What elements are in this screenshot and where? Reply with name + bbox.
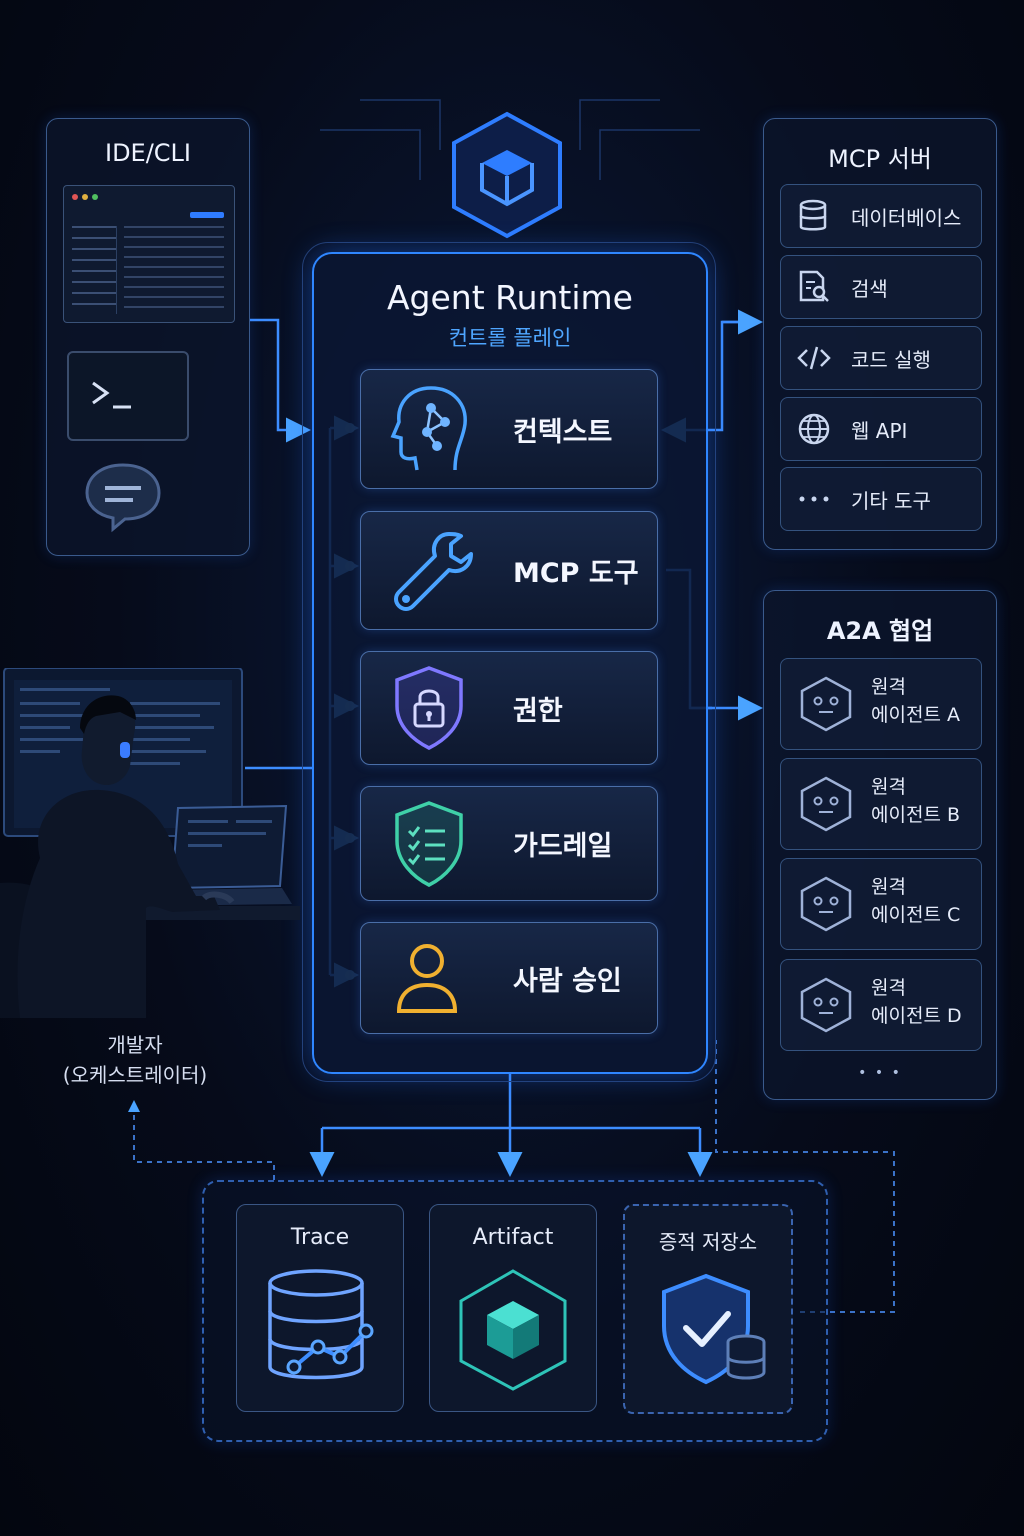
wrench-icon [394, 532, 473, 611]
runtime-item-label: MCP 도구 [513, 558, 639, 589]
runtime-item-label: 사람 승인 [513, 965, 622, 997]
a2a-more: • • • [858, 1065, 902, 1081]
agent-line1: 원격 [871, 776, 906, 798]
developer-line1: 개발자 [107, 1033, 163, 1057]
shield-check-icon [662, 1273, 766, 1385]
developer-illustration [0, 668, 300, 1018]
mcp-item-label: 기타 도구 [851, 488, 931, 513]
agent-line2: 에이전트 A [871, 704, 960, 726]
mcp-item-search[interactable]: 검색 [780, 255, 982, 319]
output-trace[interactable]: Trace [236, 1204, 404, 1412]
agent-line1: 원격 [871, 876, 906, 898]
runtime-item-mcp-tools[interactable]: MCP 도구 [360, 511, 658, 630]
agent-runtime-outer-glow [302, 242, 716, 1082]
chat-bubble-icon[interactable] [83, 461, 163, 533]
agent-line2: 에이전트 D [871, 1005, 962, 1027]
runtime-item-label: 가드레일 [513, 831, 613, 862]
agent-line1: 원격 [871, 676, 906, 698]
database-icon [799, 199, 827, 231]
runtime-item-human-approval[interactable]: 사람 승인 [360, 922, 658, 1034]
runtime-subtitle: 컨트롤 플레인 [448, 326, 572, 350]
robot-hex-icon [800, 876, 852, 932]
output-label: 증적 저장소 [658, 1230, 758, 1254]
agent-line2: 에이전트 C [871, 904, 961, 926]
developer-label: 개발자 (오케스트레이터) [40, 1030, 230, 1090]
runtime-item-guardrails[interactable]: 가드레일 [360, 786, 658, 901]
brain-network-icon [390, 386, 467, 471]
mcp-item-label: 웹 API [851, 418, 908, 443]
runtime-title: Agent Runtime [386, 278, 633, 317]
runtime-item-context[interactable]: 컨텍스트 [360, 369, 658, 489]
output-artifact[interactable]: Artifact [429, 1204, 597, 1412]
agent-line1: 원격 [871, 977, 906, 999]
mcp-item-label: 데이터베이스 [851, 205, 962, 230]
terminal-icon[interactable] [67, 351, 189, 441]
runtime-cube-emblem-icon [452, 111, 562, 239]
robot-hex-icon [800, 676, 852, 732]
mcp-item-other-tools[interactable]: 기타 도구 [780, 467, 982, 531]
runtime-item-permissions[interactable]: 권한 [360, 651, 658, 765]
cube-icon [459, 1269, 567, 1391]
developer-line2: (오케스트레이터) [62, 1063, 208, 1087]
mcp-item-web-api[interactable]: 웹 API [780, 397, 982, 461]
ide-window-icon[interactable] [63, 185, 235, 323]
mcp-item-label: 코드 실행 [851, 347, 931, 372]
runtime-item-label: 권한 [513, 695, 563, 727]
ide-cli-title: IDE/CLI [104, 139, 191, 167]
checklist-shield-icon [395, 801, 463, 887]
mcp-item-database[interactable]: 데이터베이스 [780, 184, 982, 248]
search-document-icon [799, 270, 829, 302]
a2a-title: A2A 협업 [826, 617, 934, 645]
mcp-item-code-exec[interactable]: 코드 실행 [780, 326, 982, 390]
globe-icon [798, 413, 830, 445]
agent-line2: 에이전트 B [871, 804, 960, 826]
ide-cli-panel: IDE/CLI [46, 118, 250, 556]
code-icon [797, 346, 831, 370]
output-label: Trace [290, 1225, 350, 1250]
output-label: Artifact [472, 1225, 554, 1250]
robot-hex-icon [800, 977, 852, 1033]
database-chart-icon [268, 1269, 374, 1380]
ellipsis-icon [799, 496, 829, 502]
lock-shield-icon [395, 666, 463, 750]
output-evidence-store[interactable]: 증적 저장소 [623, 1204, 793, 1414]
mcp-server-title: MCP 서버 [828, 145, 932, 173]
person-icon [396, 944, 458, 1013]
robot-hex-icon [800, 776, 852, 832]
mcp-item-label: 검색 [851, 276, 888, 301]
runtime-item-label: 컨텍스트 [513, 416, 613, 448]
